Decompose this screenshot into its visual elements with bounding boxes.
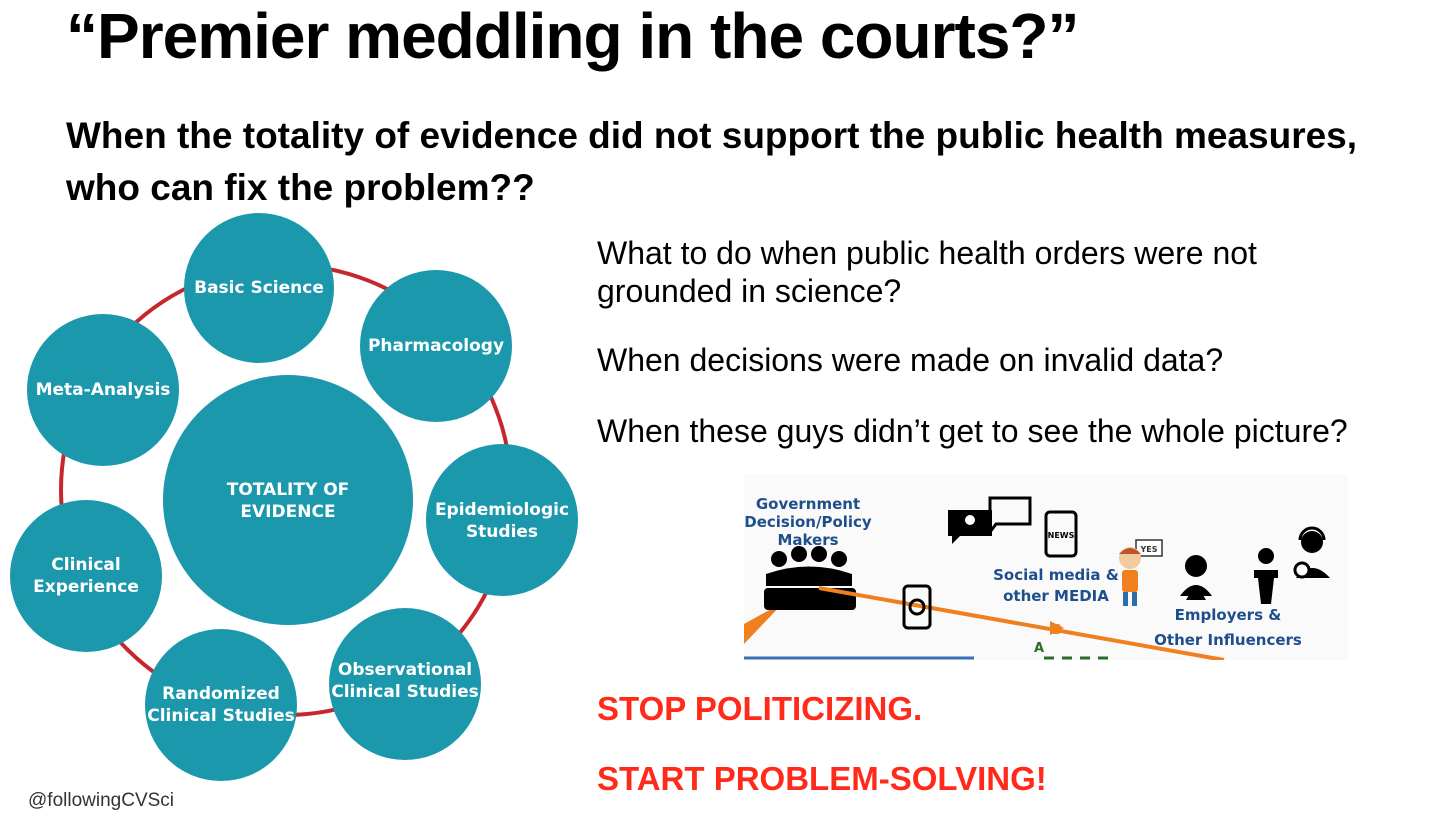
bubble-clinical-experience-label-2: Experience [33,577,139,597]
bubble-basic-science-label: Basic Science [194,278,324,298]
bubble-basic-science: Basic Science [184,213,334,363]
bubble-observational-clinical-studies: Observational Clinical Studies [329,608,481,760]
news-phone-icon: NEWS [1044,510,1078,558]
bubble-epidemiologic-label-1: Epidemiologic [435,500,569,520]
bubble-pharmacology-label: Pharmacology [368,336,504,356]
bubble-observational-label-2: Clinical Studies [331,682,478,702]
child-holding-sign-icon: YES [1119,539,1163,606]
media-label-1: Social media & [993,566,1119,584]
bubble-epidemiologic-studies: Epidemiologic Studies [426,444,578,596]
bubble-observational-label-1: Observational [338,660,472,680]
bubble-pharmacology: Pharmacology [360,270,512,422]
bubble-epidemiologic-label-2: Studies [466,522,538,542]
chat-bubbles-icon [948,496,1032,544]
bubble-clinical-experience: Clinical Experience [10,500,162,652]
phone-icon [902,584,932,630]
center-bubble: TOTALITY OF EVIDENCE [163,375,413,625]
media-label-2: other MEDIA [1003,587,1109,605]
news-text: NEWS [1048,531,1075,540]
totality-of-evidence-diagram: TOTALITY OF EVIDENCE Basic Science Pharm… [10,213,578,781]
bubble-meta-analysis-label: Meta-Analysis [36,380,171,400]
cta-start-problem-solving: START PROBLEM-SOLVING! [597,760,1047,797]
marker-b: B [1052,623,1062,638]
bubble-randomized-label-2: Clinical Studies [147,706,294,726]
cta-stop-politicizing: STOP POLITICIZING. [597,690,923,727]
bubble-randomized-label-1: Randomized [162,684,280,704]
twitter-handle: @followingCVSci [28,790,175,811]
government-label-3: Makers [777,531,838,549]
bubble-meta-analysis: Meta-Analysis [27,314,179,466]
sign-text: YES [1139,545,1157,554]
influencer-icons [1180,526,1330,604]
bubble-clinical-experience-label-1: Clinical [51,555,120,575]
question-whole-picture: When these guys didn’t get to see the wh… [597,413,1348,449]
center-bubble-line-1: TOTALITY OF [227,480,350,500]
influence-graphic: Government Decision/Policy Makers B A NE… [744,474,1348,660]
government-label-1: Government [756,495,860,513]
government-label-2: Decision/Policy [744,513,872,531]
employers-label-1: Employers & [1175,606,1282,624]
bubble-randomized-clinical-studies: Randomized Clinical Studies [145,629,297,781]
center-bubble-line-2: EVIDENCE [240,502,335,522]
slide-title: “Premier meddling in the courts?” [66,0,1079,72]
question-invalid-data: When decisions were made on invalid data… [597,342,1224,378]
slide-subtitle: When the totality of evidence did not su… [66,115,1358,208]
question-public-health-orders: What to do when public health orders wer… [597,235,1257,309]
employers-label-2: Other Influencers [1154,631,1302,649]
marker-a: A [1034,641,1044,656]
meeting-people-icon [764,546,856,610]
